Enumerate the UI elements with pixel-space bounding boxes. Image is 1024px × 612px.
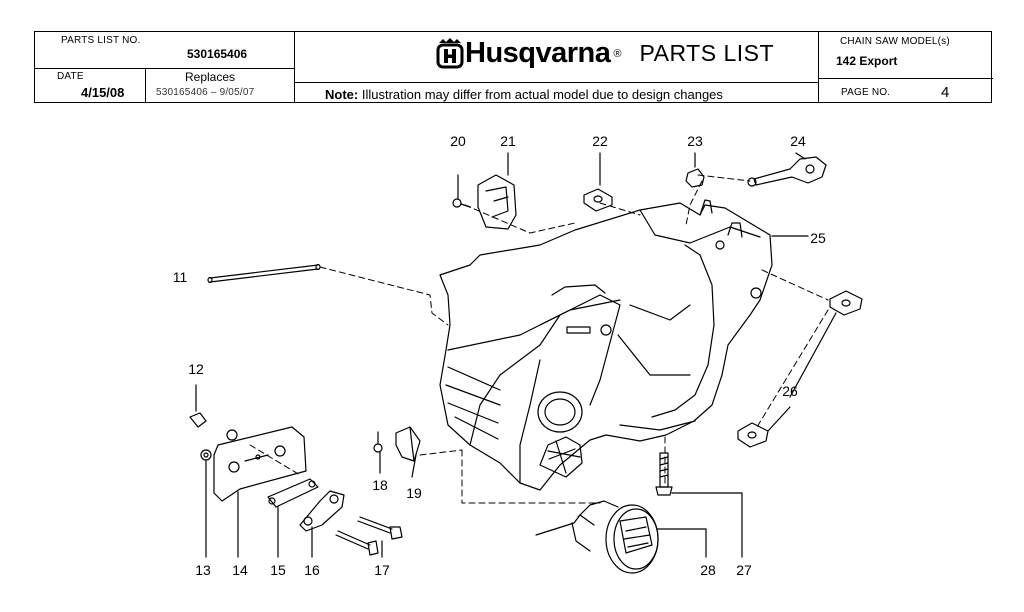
callout-25: 25 [810, 230, 826, 246]
callout-15: 15 [270, 562, 286, 578]
page-no-label: PAGE NO. [841, 87, 891, 98]
callout-26: 26 [782, 383, 798, 399]
callout-11: 11 [172, 269, 188, 285]
header-divider [35, 68, 294, 69]
callout-18: 18 [372, 477, 388, 493]
note: Note: Illustration may differ from actua… [325, 87, 723, 102]
dashed-leaders [249, 174, 829, 504]
note-label: Note: [325, 87, 359, 102]
part-26-nuts [737, 290, 863, 448]
model-value: 142 Export [836, 54, 898, 68]
date-value: 4/15/08 [81, 85, 125, 100]
callout-17: 17 [374, 562, 390, 578]
callout-22: 22 [592, 133, 608, 149]
part-28-spring-assembly [535, 500, 707, 574]
registered-mark: ® [613, 48, 622, 60]
callout-27: 27 [736, 562, 752, 578]
model-label: CHAIN SAW MODEL(s) [840, 36, 950, 47]
exploded-parts-diagram: 11 12 13 14 15 16 17 18 19 20 21 22 23 2… [0, 105, 1024, 612]
part-22-nut [583, 152, 613, 212]
part-17-bolts [335, 516, 403, 558]
part-24-lever [747, 152, 827, 187]
part-21-bracket [477, 152, 517, 230]
brand-logo: Husqvarna ® PARTS LIST [435, 35, 774, 71]
page-title: PARTS LIST [639, 39, 775, 66]
callout-19: 19 [406, 485, 422, 501]
part-14-cover-plate [213, 426, 307, 558]
callout-13: 13 [195, 562, 211, 578]
header-divider [294, 32, 295, 102]
part-20-screw [452, 174, 471, 208]
header-divider [818, 78, 993, 79]
date-label: DATE [57, 71, 84, 82]
part-15-link-plate [267, 478, 319, 558]
brand-name: Husqvarna [465, 36, 611, 69]
diagram-artwork [189, 152, 863, 574]
callout-28: 28 [700, 562, 716, 578]
header-divider [818, 32, 819, 102]
callout-20: 20 [450, 133, 466, 149]
replaces-label: Replaces [185, 70, 236, 84]
part-23-clip [685, 152, 705, 188]
callout-23: 23 [687, 133, 703, 149]
callout-12: 12 [188, 361, 204, 377]
page-no-value: 4 [941, 84, 950, 101]
part-11-rod [207, 263, 321, 284]
note-text: Illustration may differ from actual mode… [361, 87, 723, 102]
header-divider [294, 82, 818, 83]
part-16-lever-plate [299, 490, 345, 558]
parts-list-no: 530165406 [187, 47, 248, 61]
replaces-value: 530165406 – 9/05/07 [156, 87, 255, 98]
parts-list-no-label: PARTS LIST NO. [61, 35, 141, 46]
callout-24: 24 [790, 133, 806, 149]
callout-21: 21 [500, 133, 516, 149]
part-18-screw [373, 431, 383, 474]
husqvarna-crown-h-icon [436, 38, 464, 69]
part-19-handle-piece [395, 426, 421, 478]
part-12-13-fasteners [189, 384, 212, 558]
chain-brake-housing [439, 199, 773, 491]
callout-16: 16 [304, 562, 320, 578]
parts-list-header: PARTS LIST NO. 530165406 DATE 4/15/08 Re… [34, 31, 993, 103]
header-divider [145, 69, 146, 102]
part-27-bolt [655, 452, 743, 558]
callout-14: 14 [232, 562, 248, 578]
